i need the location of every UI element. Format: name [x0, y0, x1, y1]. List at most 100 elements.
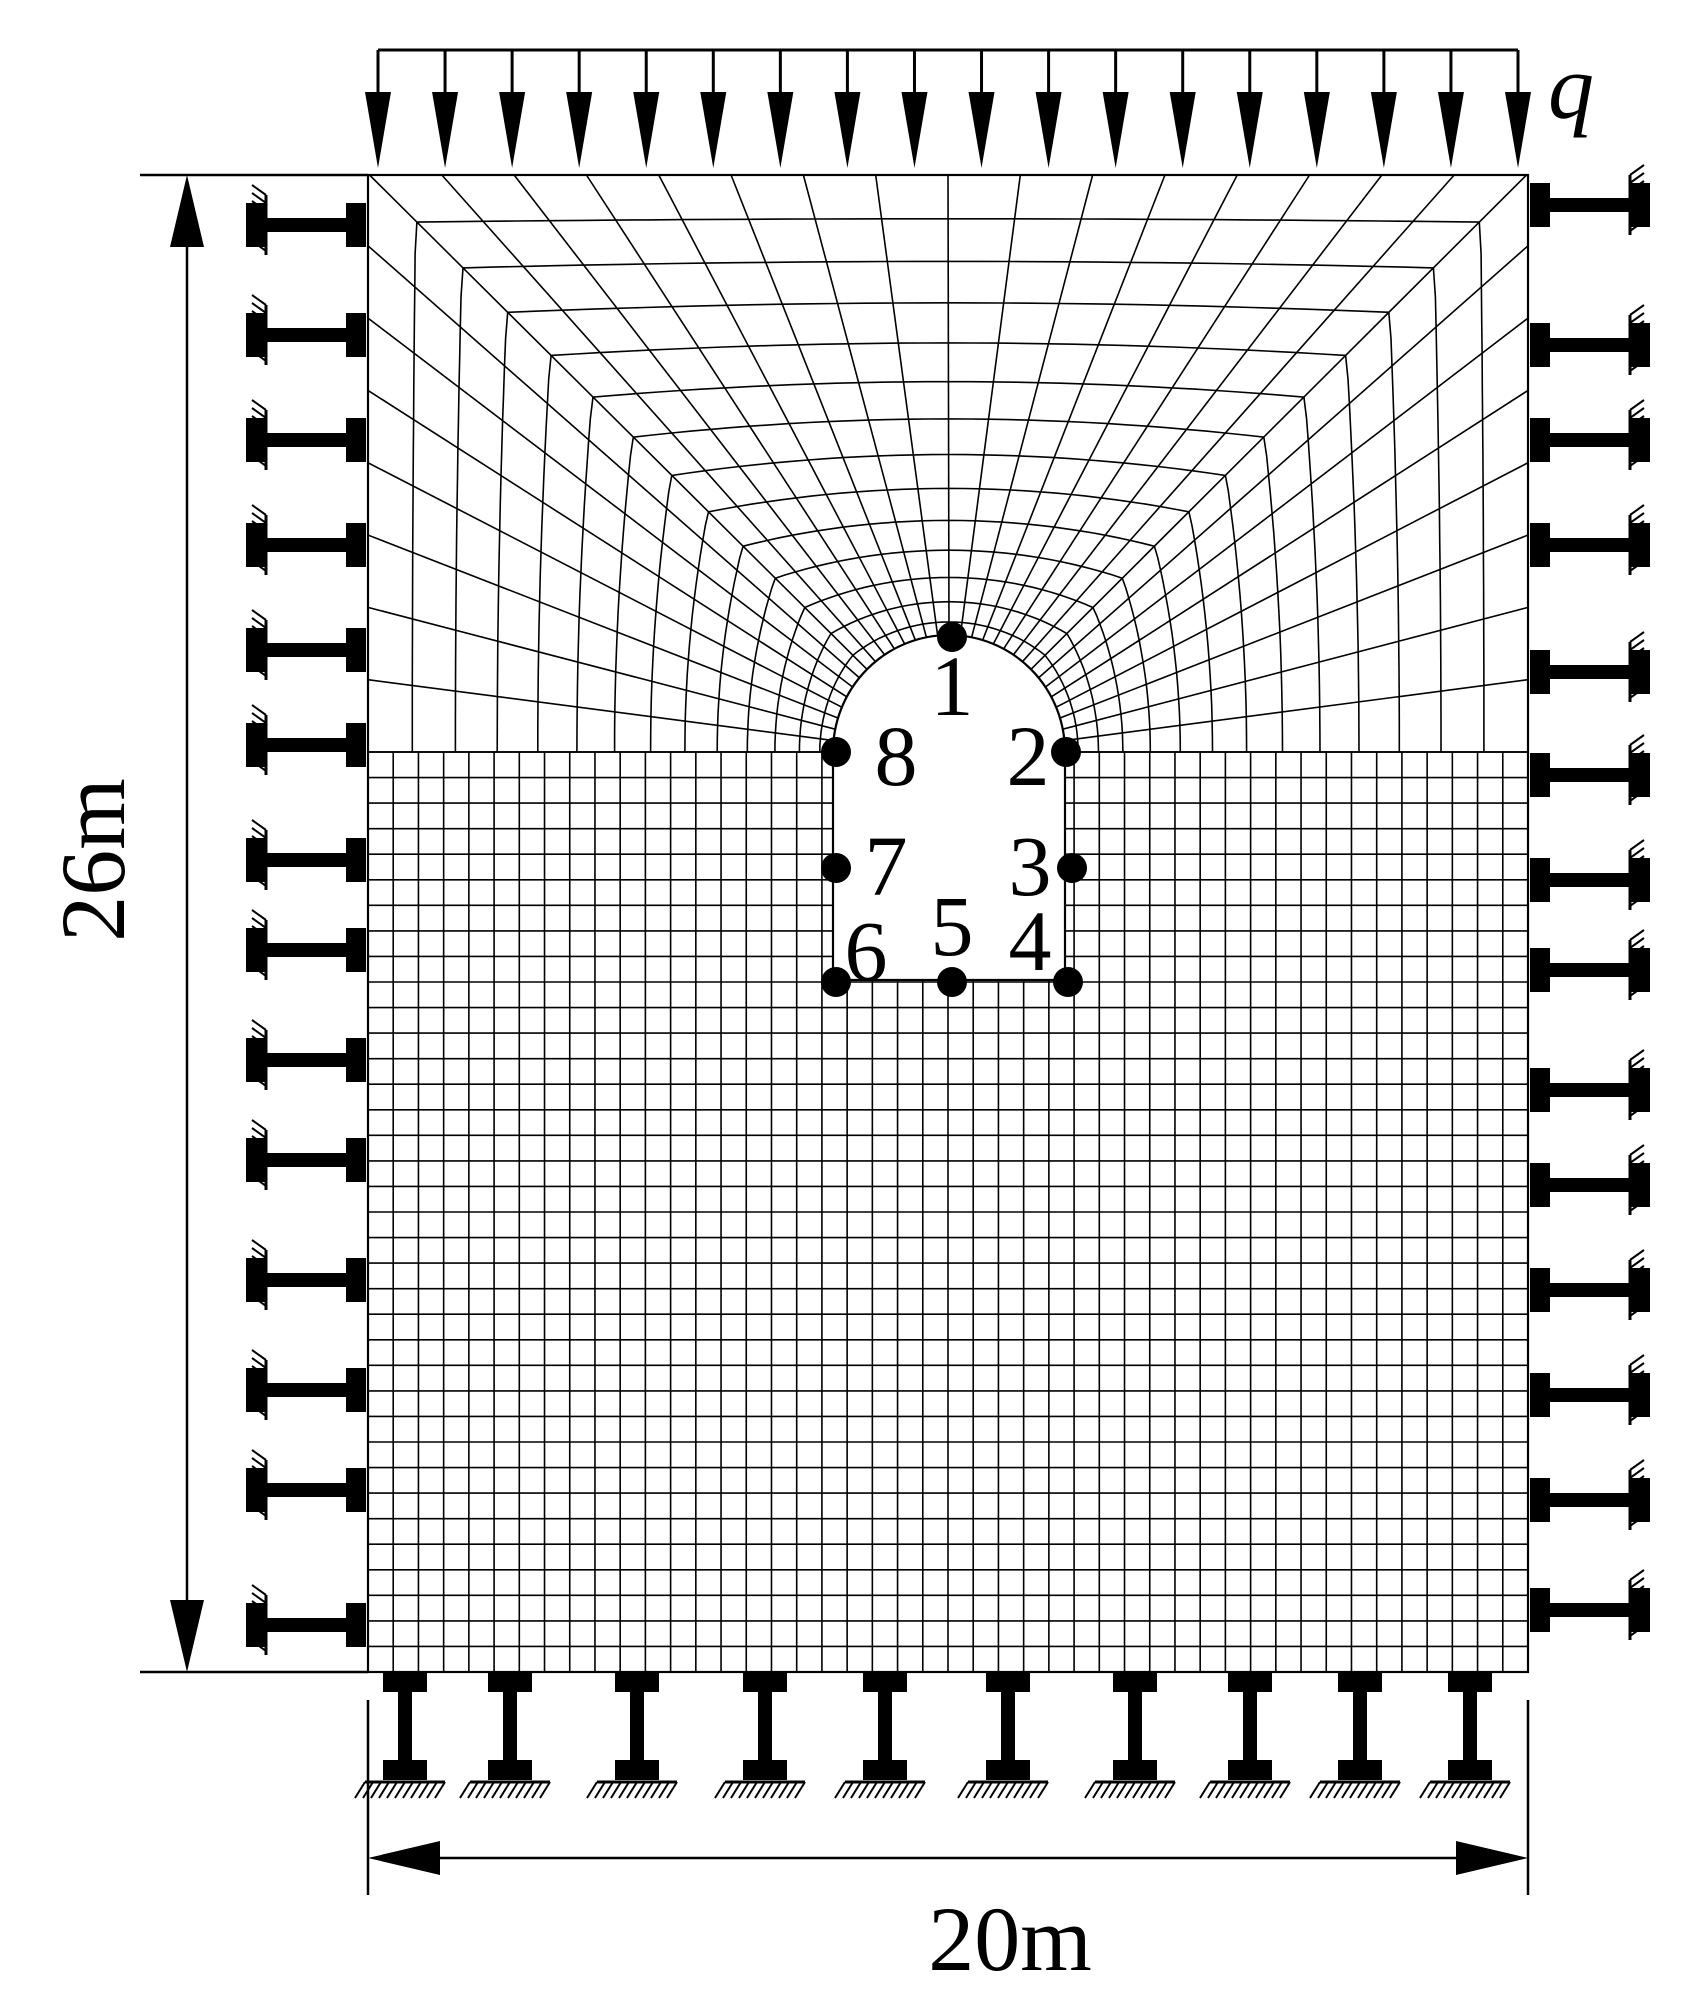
support-hatch: [1629, 1370, 1645, 1382]
support-hatch: [1629, 1491, 1645, 1503]
support-hatch: [251, 544, 267, 556]
mesh-ring-line: [537, 342, 1360, 753]
mesh-radial-line: [1059, 534, 1529, 719]
support-hatch: [1629, 1402, 1645, 1414]
support-hatch: [1629, 1459, 1645, 1471]
roller-support: [1530, 418, 1650, 462]
mesh-radial-line: [1055, 462, 1529, 708]
monitoring-point-1: [937, 622, 967, 652]
mesh-ring-line: [613, 418, 1284, 753]
support-hatch: [251, 1263, 267, 1275]
roller-support-bottom: [459, 1672, 551, 1799]
support-hatch: [1629, 188, 1645, 200]
support-hatch: [251, 875, 267, 887]
support-hatch: [251, 1465, 267, 1477]
support-hatch: [1629, 655, 1645, 667]
load-arrow-head: [1437, 92, 1464, 168]
support-hatch: [251, 1075, 267, 1087]
roller-support: [246, 928, 366, 972]
support-hatch: [251, 1624, 267, 1636]
mesh-radial-line: [1012, 174, 1383, 656]
support-hatch: [251, 728, 267, 740]
support-hatch: [1629, 1593, 1645, 1605]
load-arrow-head: [834, 92, 861, 168]
support-hatch: [1629, 1057, 1645, 1069]
support-hatch: [251, 1287, 267, 1299]
support-hatch: [1629, 937, 1645, 949]
support-hatch: [251, 520, 267, 532]
roller-support-bottom: [586, 1672, 678, 1799]
mesh-ring-line: [454, 260, 1442, 752]
support-hatch: [1629, 855, 1645, 867]
support-hatch: [251, 625, 267, 637]
roller-support: [1530, 1268, 1650, 1312]
support-hatch: [1629, 1257, 1645, 1269]
support-hatch: [251, 192, 267, 204]
support-hatch: [251, 949, 267, 961]
support-hatch: [1629, 1362, 1645, 1374]
support-hatch: [1629, 1160, 1645, 1172]
support-hatch: [1629, 687, 1645, 699]
support-hatch: [1629, 1577, 1645, 1589]
support-hatch: [251, 350, 267, 362]
roller-support: [246, 203, 366, 247]
monitoring-point-8: [821, 737, 851, 767]
support-hatch: [1629, 204, 1645, 216]
mesh-radial-line: [1021, 174, 1455, 663]
height-dimension-label: 26m: [42, 778, 144, 942]
support-hatch: [251, 318, 267, 330]
dim-arrowhead: [170, 175, 204, 247]
roller-support: [1530, 1373, 1650, 1417]
mesh-radial-line: [367, 317, 854, 688]
support-hatch: [1629, 1569, 1645, 1581]
mesh-radial-line: [367, 245, 860, 679]
load-arrow-head: [1035, 92, 1062, 168]
support-hatch: [1629, 945, 1645, 957]
distributed-load-arrows: [365, 48, 1531, 168]
support-hatch: [251, 1405, 267, 1417]
support-hatch: [251, 657, 267, 669]
boundary-supports: [246, 164, 1650, 1799]
support-hatch: [1629, 639, 1645, 651]
support-hatch: [251, 208, 267, 220]
support-hatch: [1629, 415, 1645, 427]
support-hatch: [1629, 1184, 1645, 1196]
roller-support: [1530, 753, 1650, 797]
support-hatch: [251, 859, 267, 871]
support-hatch: [251, 1640, 267, 1652]
monitoring-points: [821, 622, 1087, 997]
support-hatch: [251, 1397, 267, 1409]
load-arrow-head: [1102, 92, 1129, 168]
support-hatch: [251, 310, 267, 322]
support-hatch: [1629, 1297, 1645, 1309]
support-hatch: [251, 1632, 267, 1644]
roller-support: [246, 838, 366, 882]
support-hatch: [1629, 304, 1645, 316]
support-hatch: [1629, 1386, 1645, 1398]
support-hatch: [1629, 220, 1645, 232]
support-hatch: [1629, 212, 1645, 224]
support-hatch: [1629, 431, 1645, 443]
support-hatch: [1629, 750, 1645, 762]
support-hatch: [251, 1051, 267, 1063]
support-hatch: [1629, 985, 1645, 997]
support-hatch: [1629, 1144, 1645, 1156]
mesh-radial-line: [513, 174, 886, 656]
support-hatch: [251, 909, 267, 921]
support-hatch: [251, 925, 267, 937]
support-hatch: [251, 1592, 267, 1604]
support-hatch: [1629, 929, 1645, 941]
monitoring-point-4: [1053, 967, 1083, 997]
support-hatch: [251, 665, 267, 677]
support-hatch: [251, 439, 267, 451]
support-hatch: [1629, 1354, 1645, 1366]
support-hatch: [1629, 328, 1645, 340]
load-arrow-head: [365, 92, 391, 168]
support-hatch: [251, 1271, 267, 1283]
support-hatch: [251, 1035, 267, 1047]
support-hatch: [251, 528, 267, 540]
mesh-radial-line: [1038, 245, 1529, 679]
roller-support-bottom: [714, 1672, 806, 1799]
point-label-2: 2: [1007, 708, 1050, 804]
support-hatch: [251, 536, 267, 548]
